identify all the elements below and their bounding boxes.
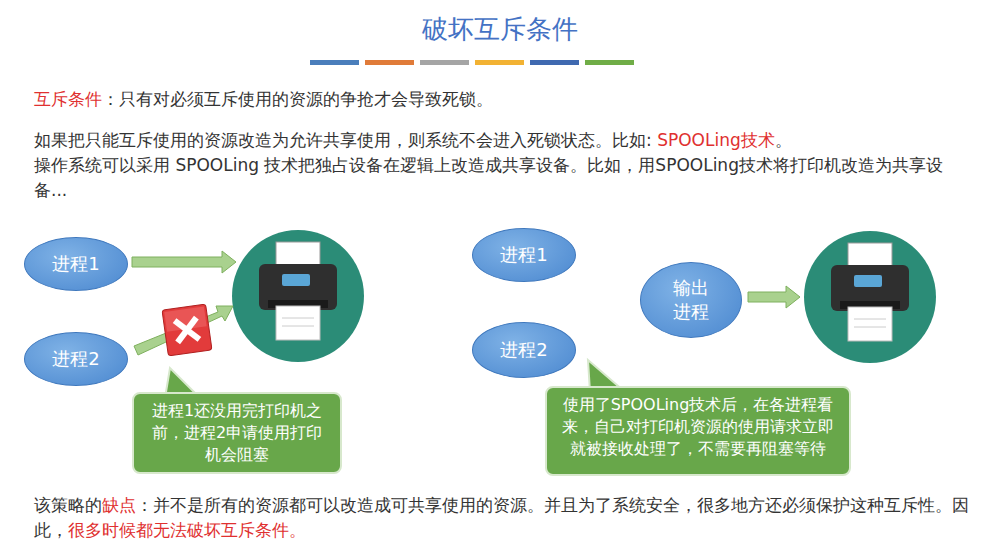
title-underline bbox=[310, 60, 634, 65]
text-paragraph: 操作系统可以采用 SPOOLing 技术把独占设备在逻辑上改造成共享设备。比如，… bbox=[34, 153, 974, 203]
body-text: 该策略的 bbox=[34, 495, 102, 515]
process-oval: 进程1 bbox=[24, 237, 128, 291]
node-label: 进程1 bbox=[500, 243, 547, 267]
highlight-text: 很多时候都无法破坏互斥条件。 bbox=[68, 520, 306, 540]
callout-text: 进程1还没用完打印机之前，进程2申请使用打印机会阻塞 bbox=[146, 400, 328, 466]
process-oval: 进程1 bbox=[472, 228, 576, 282]
highlight-text: 互斥条件 bbox=[34, 89, 102, 109]
callout-box: 进程1还没用完打印机之前，进程2申请使用打印机会阻塞 bbox=[132, 392, 342, 474]
highlight-text: SPOOLing技术 bbox=[657, 130, 775, 150]
callout-text: 使用了SPOOLing技术后，在各进程看来，自己对打印机资源的使用请求立即就被接… bbox=[559, 394, 837, 460]
request-arrow bbox=[132, 251, 800, 355]
process-oval: 输出 进程 bbox=[640, 262, 742, 338]
printer-icon bbox=[804, 231, 936, 363]
callout-box: 使用了SPOOLing技术后，在各进程看来，自己对打印机资源的使用请求立即就被接… bbox=[545, 386, 851, 476]
printer-icon bbox=[232, 230, 364, 362]
slide-title: 破坏互斥条件 bbox=[0, 12, 999, 47]
process-oval: 进程2 bbox=[24, 332, 128, 386]
node-label: 进程1 bbox=[52, 252, 99, 276]
text-paragraph: 该策略的缺点：并不是所有的资源都可以改造成可共享使用的资源。并且为了系统安全，很… bbox=[34, 493, 974, 543]
node-label: 进程2 bbox=[500, 338, 547, 362]
body-text: 如果把只能互斥使用的资源改造为允许共享使用，则系统不会进入死锁状态。比如: bbox=[34, 130, 657, 150]
highlight-text: 缺点 bbox=[102, 495, 136, 515]
body-text: 操作系统可以采用 SPOOLing 技术把独占设备在逻辑上改造成共享设备。比如，… bbox=[34, 155, 943, 200]
body-text: ：只有对必须互斥使用的资源的争抢才会导致死锁。 bbox=[102, 89, 493, 109]
text-paragraph: 如果把只能互斥使用的资源改造为允许共享使用，则系统不会进入死锁状态。比如: SP… bbox=[34, 128, 974, 153]
node-label: 输出 进程 bbox=[671, 276, 711, 324]
node-label: 进程2 bbox=[52, 347, 99, 371]
blocked-icon bbox=[162, 304, 212, 356]
process-oval: 进程2 bbox=[472, 322, 576, 378]
text-paragraph: 互斥条件：只有对必须互斥使用的资源的争抢才会导致死锁。 bbox=[34, 87, 974, 112]
body-text: 。 bbox=[775, 130, 792, 150]
